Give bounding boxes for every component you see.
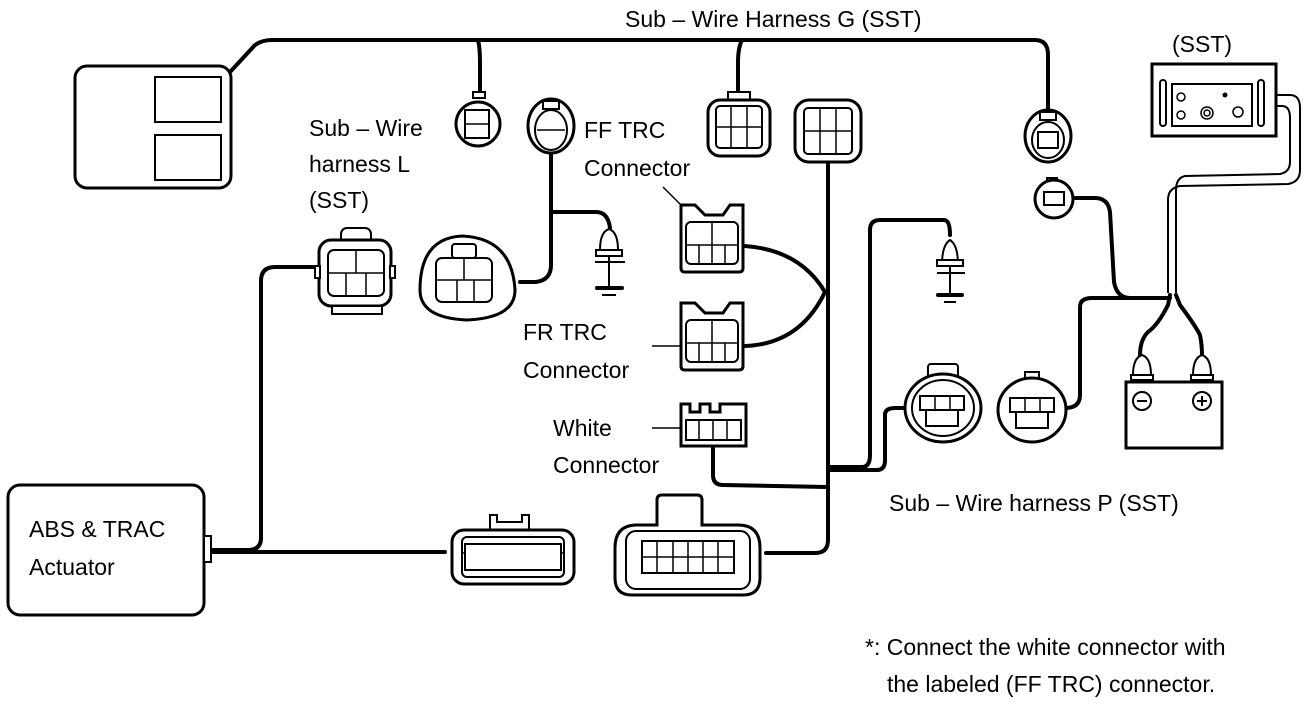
note-line2: the labeled (FF TRC) connector.	[887, 671, 1215, 697]
sst-tester[interactable]	[1150, 62, 1278, 138]
harness-g-label: Sub – Wire Harness G (SST)	[625, 6, 922, 32]
top-left-unit	[73, 64, 233, 190]
ff-trc-ground-branch	[549, 210, 612, 230]
harness-g-drop-l	[476, 38, 482, 94]
ff-trc-label-line2: Connector	[584, 155, 690, 181]
fr-trc-label-line2: Connector	[523, 357, 629, 383]
battery	[1124, 353, 1224, 450]
harness-g-right-connector[interactable]	[1023, 108, 1073, 164]
harness-l-connector[interactable]	[454, 91, 502, 148]
battery-lead-neg	[1138, 293, 1172, 357]
round-five-pin-connector[interactable]	[418, 234, 517, 322]
harness-g-drop-center	[736, 38, 744, 94]
ff-trc-connector[interactable]	[679, 203, 745, 274]
white-connector-label-line2: Connector	[553, 452, 659, 478]
harness-l-label-line1: Sub – Wire	[309, 115, 423, 141]
white-connector[interactable]	[679, 402, 748, 448]
six-pin-connector[interactable]	[793, 98, 863, 164]
ff-trc-top-connector[interactable]	[526, 97, 576, 155]
harness-p-connector-left[interactable]	[903, 363, 983, 444]
fr-trc-link	[743, 290, 827, 348]
note-line1: *: Connect the white connector with	[865, 634, 1226, 660]
harness-p-wire-b	[826, 406, 907, 472]
wires	[208, 38, 1301, 555]
ground-left	[595, 227, 625, 296]
harness-p-wire-a	[826, 218, 952, 469]
battery-lead-pos	[1174, 293, 1204, 357]
actuator-label-line1: ABS & TRAC	[29, 516, 165, 542]
harness-l-label-line2: harness L	[309, 151, 410, 177]
actuator-label-line2: Actuator	[29, 554, 115, 580]
ff-trc-leader	[662, 186, 682, 206]
harness-p-wire-c	[1063, 296, 1172, 410]
tester-wire-outer	[1167, 94, 1301, 293]
sst-tester-label: (SST)	[1172, 31, 1232, 57]
harness-l-five-pin-connector[interactable]	[314, 227, 396, 315]
fr-trc-connector[interactable]	[679, 301, 745, 372]
abs-trac-actuator	[6, 483, 212, 617]
harness-g-wire	[228, 38, 1050, 114]
harness-p-label: Sub – Wire harness P (SST)	[889, 490, 1179, 516]
tester-wire-inner	[1175, 105, 1291, 293]
fr-trc-label-line1: FR TRC	[523, 319, 607, 345]
ff-trc-link	[743, 244, 827, 294]
white-connector-label-line1: White	[553, 415, 612, 441]
harness-p-wire-d	[1073, 196, 1132, 300]
harness-p-small-connector[interactable]	[1033, 177, 1075, 220]
twelve-pin-connector-right[interactable]	[613, 493, 762, 597]
ff-trc-label-line1: FF TRC	[584, 117, 665, 143]
ground-right	[936, 238, 965, 303]
harness-p-connector-right[interactable]	[996, 371, 1068, 444]
harness-l-label-line3: (SST)	[309, 187, 369, 213]
ff-trc-wire	[518, 148, 553, 284]
harness-g-six-pin-connector[interactable]	[706, 91, 772, 158]
six-pin-wire	[764, 158, 830, 555]
twelve-pin-connector-left[interactable]	[450, 514, 576, 586]
harness-l-wire	[208, 265, 318, 552]
white-connector-wire	[711, 444, 828, 489]
